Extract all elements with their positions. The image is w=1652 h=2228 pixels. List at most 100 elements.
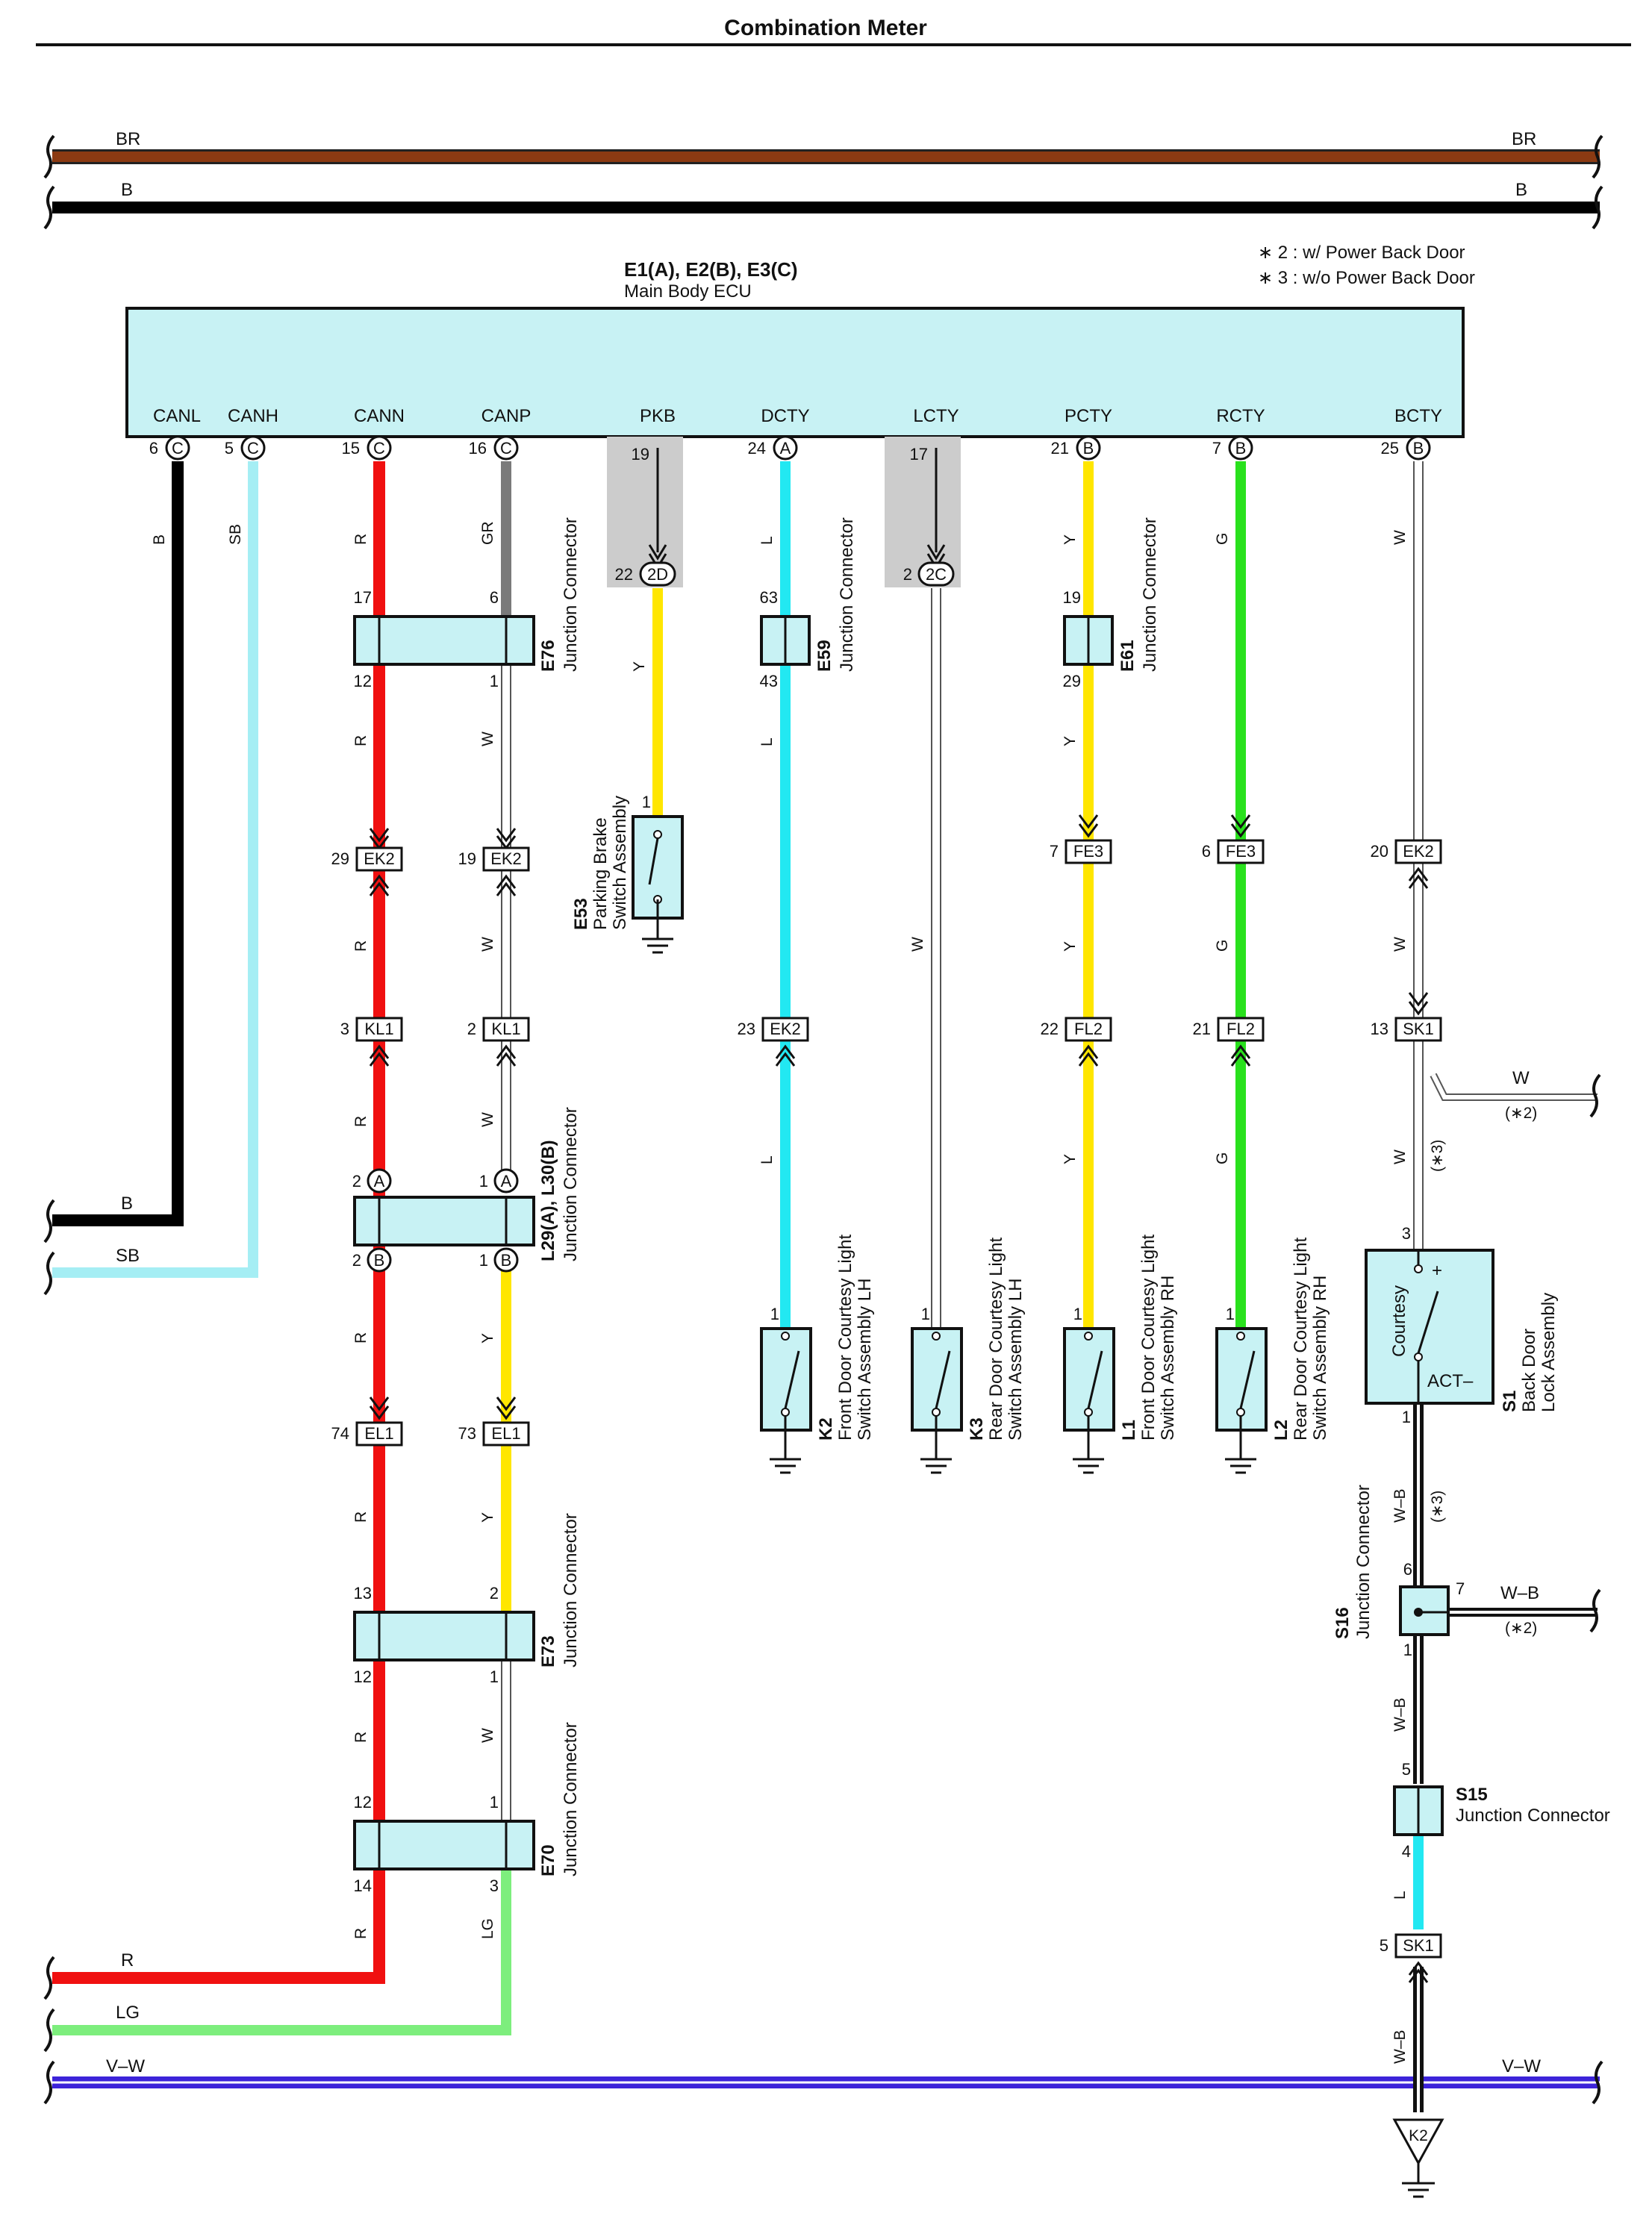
lbl-cann-r7: R (352, 1732, 370, 1743)
lbl-canp-gr: GR (479, 522, 496, 546)
wire-color-labels: B SB R GR L Y G W Y R W L Y R W W Y G W … (151, 522, 1446, 2065)
term-pcty: PCTY (1065, 406, 1112, 426)
k3-pin: 1 (921, 1305, 930, 1323)
bus-vw: V–W V–W (43, 2056, 1603, 2105)
pin-pcty: B 21 (1051, 435, 1101, 461)
term-dcty: DCTY (761, 406, 809, 426)
lbl-cann-r6: R (352, 1511, 370, 1523)
bus-br-label-left: BR (116, 129, 140, 149)
l29-conn-b2: B (501, 1251, 512, 1270)
branch-label-star2-b: (∗2) (1505, 1620, 1537, 1637)
conn-kl1-3-id: KL1 (364, 1020, 393, 1038)
l1-code: L1 (1119, 1420, 1139, 1441)
term-lcty: LCTY (913, 406, 959, 426)
e76-name: Junction Connector (561, 517, 581, 672)
junction-e73: 13 2 12 1 E73 Junction Connector (353, 1513, 581, 1686)
junction-e70: 12 1 14 3 E70 Junction Connector (353, 1722, 581, 1895)
e59-code: E59 (814, 640, 835, 672)
lbl-cann-r4: R (352, 1116, 370, 1127)
conn-ek2-23-id: EK2 (770, 1020, 801, 1038)
lbl-dcty-l1: L (758, 536, 776, 545)
conn-fe3-6: FE3 6 (1202, 814, 1265, 864)
lbl-canp-y2: Y (479, 1512, 496, 1523)
conn-fl2-22-id: FL2 (1074, 1020, 1103, 1038)
lbl-cann-r3: R (352, 940, 370, 952)
s16-name: Junction Connector (1353, 1485, 1374, 1639)
junction-l29: 2 A 1 A 2 B 1 B L29(A), L30(B) Junction … (352, 1107, 581, 1273)
pin-canh-conn: C (247, 439, 259, 458)
conn-fe3-7-id: FE3 (1073, 842, 1103, 861)
lbl-canp-w1: W (479, 731, 496, 746)
lcty-inline-shade (885, 437, 961, 587)
lbl-bcty-star3-a: (∗3) (1429, 1140, 1446, 1172)
bus-b: B B (43, 180, 1603, 230)
bus-b-label-right: B (1515, 180, 1527, 200)
s1-pin-bottom: 1 (1402, 1408, 1411, 1426)
pin-cann: C 15 (342, 435, 392, 461)
k2-code: K2 (816, 1417, 836, 1441)
s15-pin-5: 5 (1402, 1760, 1411, 1779)
l29-conn-a1: A (374, 1172, 385, 1191)
switch-l1: 1 L1 Front Door Courtesy Light Switch As… (1063, 1235, 1178, 1474)
e70-name: Junction Connector (561, 1722, 581, 1876)
conn-el1-73: EL1 73 (458, 1397, 530, 1447)
lbl-lcty-w: W (909, 937, 926, 952)
conn-sk1-5-pin: 5 (1380, 1936, 1388, 1955)
pin-rcty: B 7 (1212, 435, 1253, 461)
term-canp: CANP (481, 406, 532, 426)
pin-canp: C 16 (469, 435, 519, 461)
lbl-pcty-y1: Y (1062, 534, 1079, 545)
conn-fl2-22: FL2 22 (1041, 1017, 1112, 1067)
l29-conn-b1: B (374, 1251, 385, 1270)
page-title: Combination Meter (724, 16, 927, 40)
lbl-canp-lg: LG (479, 1918, 496, 1939)
lbl-rcty-g1: G (1214, 533, 1231, 545)
k2-line1: Front Door Courtesy Light (835, 1235, 855, 1441)
lbl-bcty-w3: W (1391, 1149, 1409, 1164)
s15-code: S15 (1456, 1785, 1488, 1805)
conn-el1-73-pin: 73 (458, 1424, 476, 1443)
branch-label-b: B (121, 1193, 133, 1214)
e73-pin-12: 12 (354, 1667, 372, 1686)
bus-br: BR BR (43, 129, 1603, 179)
lbl-bcty-l: L (1391, 1891, 1409, 1900)
conn-kl1-2-id: KL1 (491, 1020, 520, 1038)
e76-code: E76 (538, 640, 558, 672)
conn-fe3-7: FE3 7 (1050, 814, 1112, 864)
pin-pcty-conn: B (1083, 439, 1094, 458)
conn-el1-74-pin: 74 (331, 1424, 349, 1443)
e70-code: E70 (538, 1844, 558, 1876)
conn-el1-73-id: EL1 (491, 1424, 520, 1443)
bus-vw-label-left: V–W (106, 2056, 145, 2076)
inline-2c-pin: 2 (903, 565, 912, 584)
conn-kl1-3: KL1 3 (340, 1017, 403, 1067)
l29-pin-2b: 2 (352, 1251, 361, 1270)
e70-pin-14: 14 (354, 1876, 372, 1895)
lbl-dcty-l2: L (758, 737, 776, 746)
conn-fe3-6-id: FE3 (1226, 842, 1256, 861)
e59-pin-43: 43 (760, 672, 778, 690)
e70-pin-1: 1 (490, 1793, 499, 1812)
lbl-pcty-y3: Y (1062, 941, 1079, 952)
junction-s15: 5 4 S15 Junction Connector (1393, 1760, 1610, 1861)
inline-2c-tag: 2C (926, 565, 947, 584)
lbl-cann-r8: R (352, 1928, 370, 1939)
s16-pin-6: 6 (1403, 1560, 1412, 1579)
s1-pin-top: 3 (1402, 1224, 1411, 1243)
s16-code: S16 (1332, 1607, 1353, 1639)
conn-ek2-29-pin: 29 (331, 849, 349, 868)
e70-pin-3: 3 (490, 1876, 499, 1895)
left-break-marks (43, 1199, 55, 2053)
e61-pin-29: 29 (1063, 672, 1081, 690)
pin-canh-num: 5 (225, 439, 234, 458)
l2-line2: Switch Assembly RH (1310, 1276, 1330, 1441)
pin-canp-conn: C (500, 439, 512, 458)
conn-sk1-5-id: SK1 (1403, 1936, 1434, 1955)
lbl-rcty-g3: G (1214, 1152, 1231, 1164)
note-star3: ∗ 3 : w/o Power Back Door (1258, 268, 1475, 288)
k3-code: K3 (967, 1417, 987, 1441)
lbl-cann-r5: R (352, 1332, 370, 1344)
conn-el1-74: EL1 74 (331, 1397, 403, 1447)
switch-e53: 1 E53 Parking Brake Switch Assembly (571, 793, 684, 954)
